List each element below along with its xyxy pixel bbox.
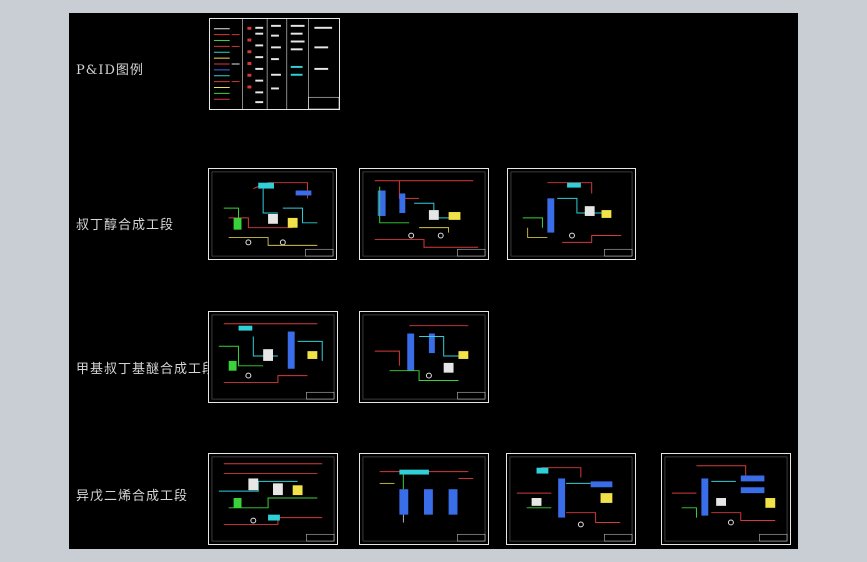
legend-sheet[interactable] xyxy=(209,18,340,110)
section-label-legend: P&ID图例 xyxy=(76,63,144,78)
butanol-sheet-2-drawing xyxy=(362,171,486,257)
isoprene-sheet-2-drawing xyxy=(362,456,486,542)
legend-sheet-drawing xyxy=(213,19,339,109)
butanol-sheet-1[interactable] xyxy=(208,168,337,260)
isoprene-sheet-3[interactable] xyxy=(506,453,636,545)
mtbe-sheet-1[interactable] xyxy=(208,311,338,403)
isoprene-sheet-3-drawing xyxy=(509,456,633,542)
isoprene-sheet-1[interactable] xyxy=(208,453,338,545)
isoprene-sheet-4-drawing xyxy=(664,456,788,542)
section-label-isoprene: 异戊二烯合成工段 xyxy=(76,489,189,504)
butanol-sheet-1-drawing xyxy=(211,171,334,257)
butanol-sheet-3[interactable] xyxy=(507,168,636,260)
isoprene-sheet-4[interactable] xyxy=(661,453,791,545)
mtbe-sheet-1-drawing xyxy=(211,314,335,400)
section-label-butanol: 叔丁醇合成工段 xyxy=(76,218,175,233)
isoprene-sheet-1-drawing xyxy=(211,456,335,542)
butanol-sheet-2[interactable] xyxy=(359,168,489,260)
mtbe-sheet-2-drawing xyxy=(362,314,486,400)
isoprene-sheet-2[interactable] xyxy=(359,453,489,545)
butanol-sheet-3-drawing xyxy=(510,171,633,257)
mtbe-sheet-2[interactable] xyxy=(359,311,489,403)
section-label-mtbe: 甲基叔丁基醚合成工段 xyxy=(76,362,217,377)
cad-model-space[interactable]: P&ID图例 叔丁醇合成工段 甲基叔丁基醚合成工段 异戊二烯合成工段 xyxy=(69,13,798,549)
